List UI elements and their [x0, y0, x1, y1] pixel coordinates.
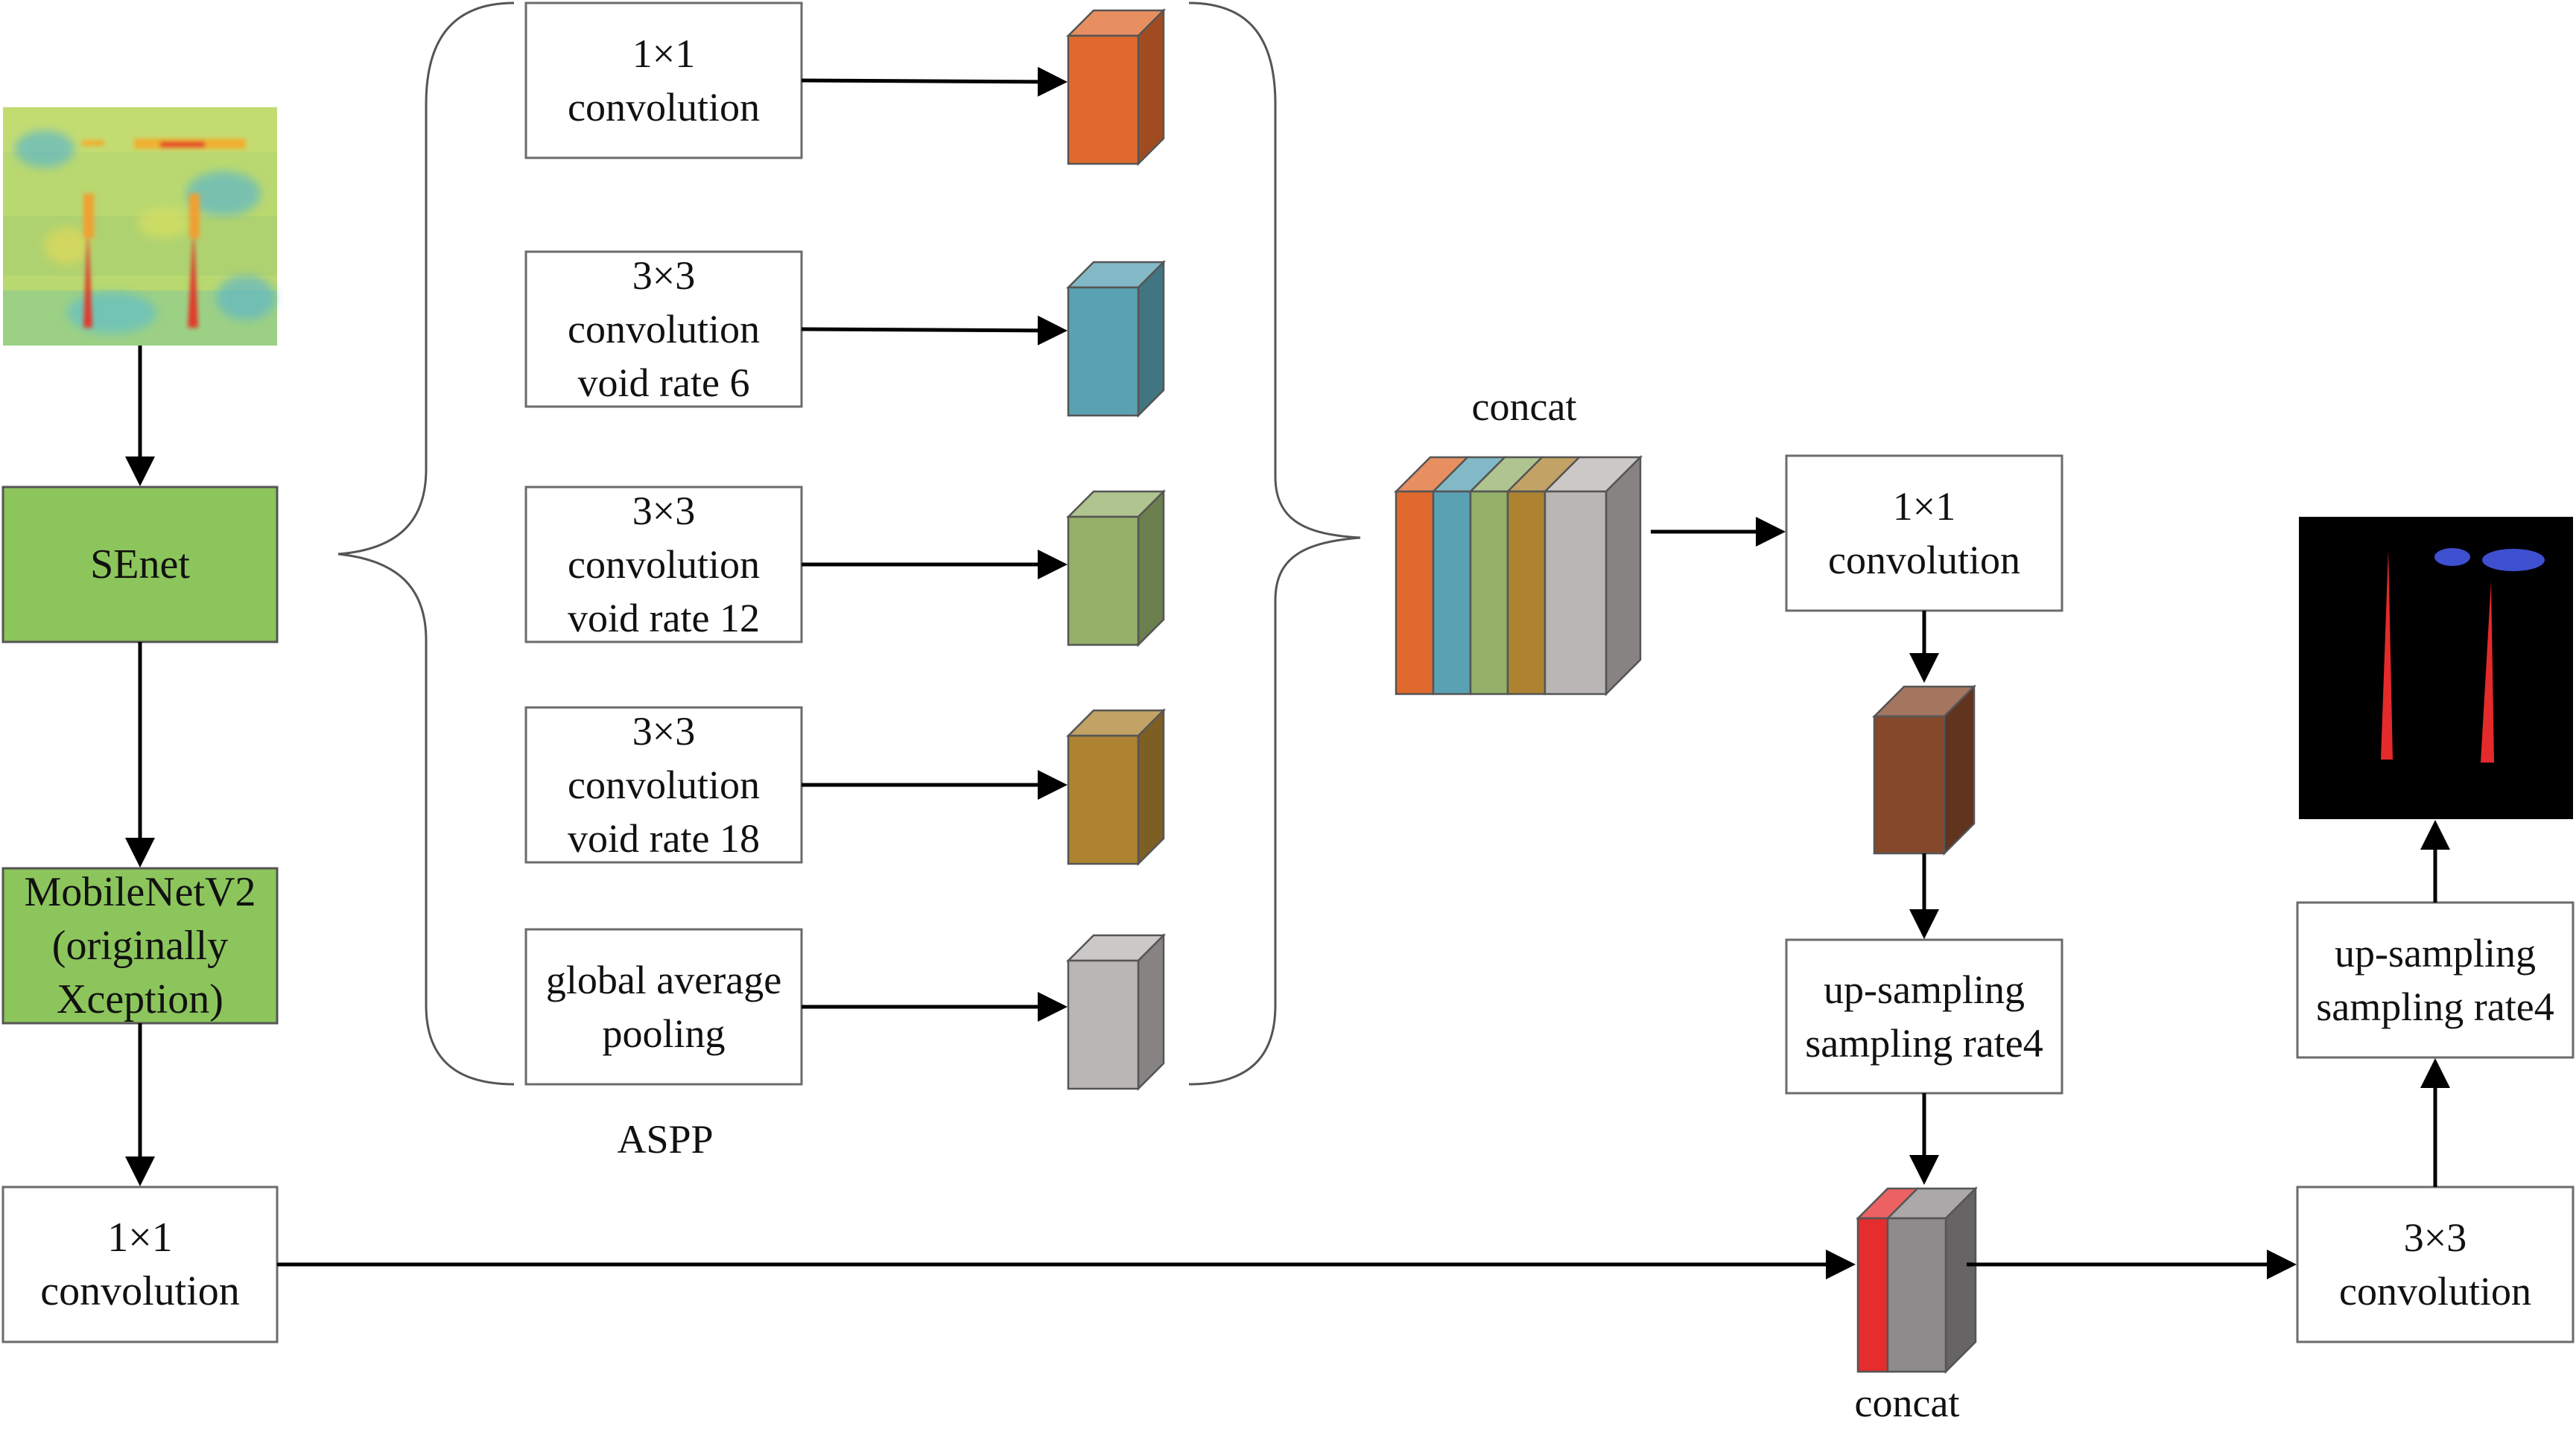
edges — [125, 66, 2450, 1279]
edge-aspp2-to-cube — [801, 315, 1067, 346]
cube-front-face — [1067, 286, 1140, 417]
aspp-rate18-label: 3×3 convolution void rate 18 — [568, 709, 760, 861]
label-line: void rate 12 — [568, 596, 760, 640]
label-line: convolution — [568, 763, 760, 807]
label-line: SEnet — [90, 541, 190, 588]
label-line: void rate 18 — [568, 816, 760, 861]
edge-aspp1-to-cube — [801, 66, 1067, 97]
label-line: convolution — [2339, 1269, 2531, 1314]
slice-front-face — [1506, 490, 1546, 696]
concat-stack-bottom — [1855, 1186, 1979, 1375]
label-line: 3×3 — [632, 253, 695, 298]
concat-bottom-label: concat — [1855, 1381, 1960, 1425]
cube-side-face — [1137, 932, 1165, 1092]
aspp-pool-box: global average pooling — [524, 928, 803, 1086]
label-line: 1×1 — [107, 1215, 173, 1261]
conv3x3-final-label: 3×3 convolution — [2339, 1215, 2531, 1314]
label-line: convolution — [568, 542, 760, 587]
feature-cube-blue — [1065, 259, 1167, 419]
feature-cube-gold — [1065, 707, 1167, 867]
aspp-conv1x1-label: 1×1 convolution — [568, 31, 760, 130]
aspp-rate12-label: 3×3 convolution void rate 12 — [568, 489, 760, 640]
slice-front-face — [1856, 1217, 1889, 1373]
label-line: 3×3 — [632, 489, 695, 533]
senet-box: SEnet — [1, 486, 279, 643]
cube-side-face — [1137, 707, 1165, 867]
output-segmentation-image — [2299, 517, 2573, 819]
aspp-conv1x1-box: 1×1 convolution — [524, 1, 803, 159]
concat-top-label: concat — [1472, 384, 1577, 429]
slice-front-face — [1395, 490, 1435, 696]
cube-side-face — [1137, 489, 1165, 648]
label-line: convolution — [40, 1268, 240, 1314]
input-spectrogram-image — [3, 107, 277, 346]
cube-side-face — [1944, 1186, 1977, 1375]
cube-front-face — [1067, 734, 1140, 865]
feature-cube-brown — [1871, 684, 1977, 856]
aspp-right-brace — [1188, 1, 1361, 1086]
slice-front-face — [1469, 490, 1509, 696]
conv1x1-low-level-label: 1×1 convolution — [40, 1215, 240, 1314]
aspp-pool-label: global average pooling — [546, 958, 781, 1056]
label-line: 3×3 — [2404, 1215, 2466, 1260]
label-line: 1×1 — [1893, 484, 1955, 529]
cube-front-face — [1067, 959, 1140, 1090]
aspp-left-brace — [337, 1, 515, 1086]
label-line: Xception) — [57, 976, 223, 1022]
label-line: 3×3 — [632, 709, 695, 754]
aspp-rate6-box: 3×3 convolution void rate 6 — [524, 250, 803, 408]
label-line: pooling — [602, 1011, 725, 1056]
label-line: sampling rate4 — [2316, 984, 2554, 1029]
cube-side-face — [1943, 684, 1976, 856]
upsample-1-label: up-sampling sampling rate4 — [1805, 967, 2043, 1066]
slice-front-face — [1432, 490, 1472, 696]
label-line: void rate 6 — [578, 360, 750, 405]
label-line: global average — [546, 958, 781, 1002]
cube-front-face — [1067, 515, 1140, 646]
cube-front-face — [1873, 715, 1946, 855]
conv3x3-final-box: 3×3 convolution — [2296, 1186, 2575, 1343]
feature-cube-green — [1065, 489, 1167, 648]
conv1x1-mid-label: 1×1 convolution — [1828, 484, 2020, 582]
cube-side-face — [1137, 7, 1165, 167]
label-line: MobileNetV2 — [24, 869, 256, 915]
aspp-rate12-box: 3×3 convolution void rate 12 — [524, 486, 803, 643]
label-line: up-sampling — [2335, 931, 2536, 976]
label-line: up-sampling — [1824, 967, 2025, 1012]
cube-side-face — [1137, 259, 1165, 419]
cube-front-face — [1067, 34, 1140, 165]
label-line: sampling rate4 — [1805, 1021, 2043, 1066]
conv1x1-mid-box: 1×1 convolution — [1785, 454, 2063, 612]
aspp-rate18-box: 3×3 convolution void rate 18 — [524, 706, 803, 864]
label-line: 1×1 — [632, 31, 695, 76]
cube-front-face — [1886, 1217, 1947, 1373]
feature-cube-gray — [1065, 932, 1167, 1092]
label-line: (originally — [52, 923, 228, 969]
cube-side-face — [1605, 454, 1642, 697]
label-line: convolution — [568, 85, 760, 130]
aspp-rate6-label: 3×3 convolution void rate 6 — [568, 253, 760, 405]
upsample-2-label: up-sampling sampling rate4 — [2316, 931, 2554, 1029]
conv1x1-low-level-box: 1×1 convolution — [1, 1186, 279, 1343]
feature-cube-orange — [1065, 7, 1167, 167]
senet-label: SEnet — [90, 541, 190, 588]
upsample-2-box: up-sampling sampling rate4 — [2296, 901, 2575, 1059]
upsample-1-box: up-sampling sampling rate4 — [1785, 938, 2063, 1095]
aspp-label: ASPP — [617, 1117, 713, 1162]
cube-front-face — [1544, 490, 1608, 696]
label-line: convolution — [568, 307, 760, 351]
label-line: convolution — [1828, 538, 2020, 582]
concat-stack-top — [1393, 454, 1643, 697]
